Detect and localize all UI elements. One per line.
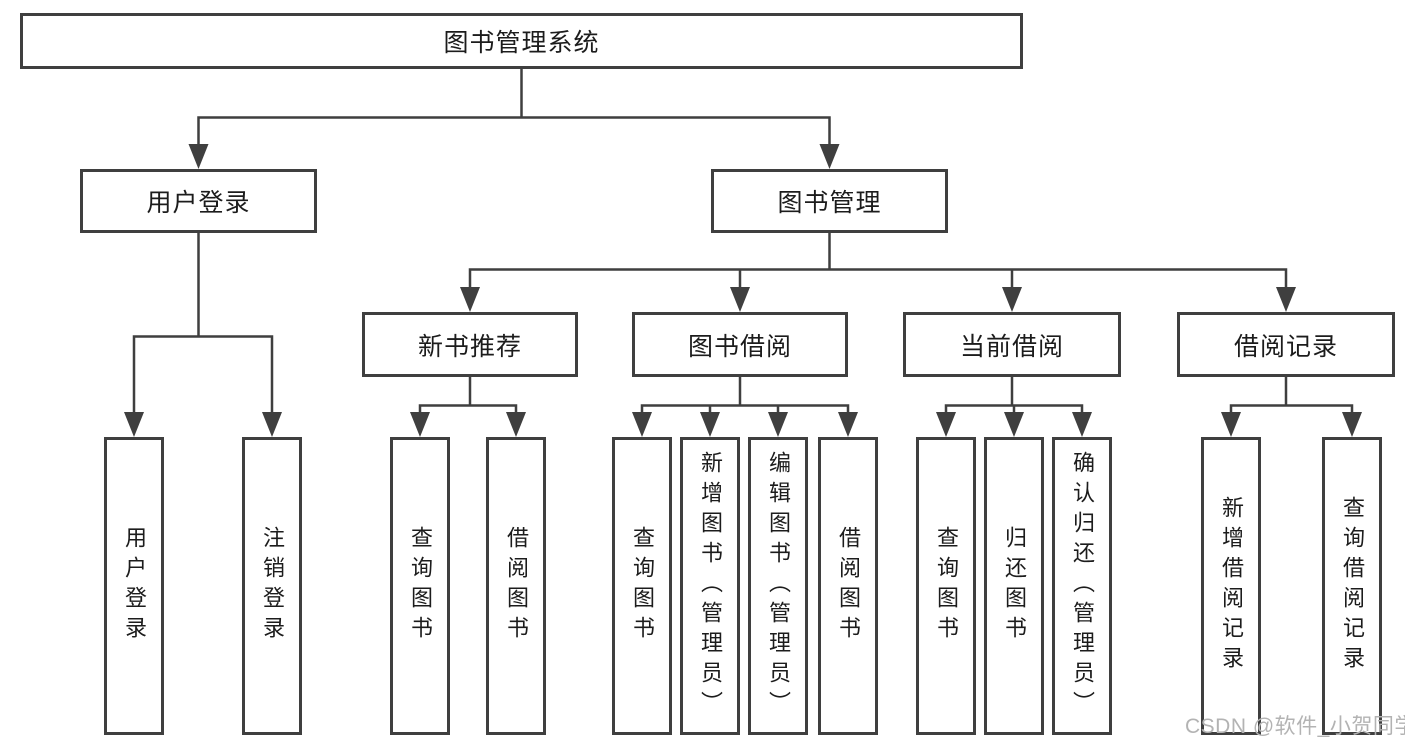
node-current-borrowing: 当前借阅 (903, 312, 1121, 377)
node-book-management: 图书管理 (711, 169, 948, 233)
leaf-cb-confirm-return-admin-label: 确认归还（管理员） (1070, 451, 1095, 721)
leaf-cb-query-books-label: 查询图书 (934, 526, 959, 646)
leaf-nbr-borrow-books: 借阅图书 (486, 437, 546, 735)
leaf-cb-return-books-label: 归还图书 (1002, 526, 1027, 646)
node-borrowing-records: 借阅记录 (1177, 312, 1395, 377)
leaf-bb-borrow-books: 借阅图书 (818, 437, 878, 735)
node-new-book-recommend-label: 新书推荐 (417, 332, 522, 361)
node-new-book-recommend: 新书推荐 (362, 312, 578, 377)
leaf-bb-query-books-label: 查询图书 (630, 526, 655, 646)
leaf-bb-add-books-admin: 新增图书（管理员） (680, 437, 740, 735)
node-borrowing-records-label: 借阅记录 (1233, 332, 1338, 361)
leaf-br-add-record: 新增借阅记录 (1201, 437, 1261, 735)
leaf-user-login: 用户登录 (104, 437, 164, 735)
node-book-borrowing-label: 图书借阅 (687, 332, 792, 361)
node-book-management-label: 图书管理 (777, 189, 882, 217)
leaf-nbr-query-books-label: 查询图书 (408, 526, 433, 646)
leaf-cb-confirm-return-admin: 确认归还（管理员） (1052, 437, 1112, 735)
node-user-login-label: 用户登录 (146, 189, 251, 217)
leaf-cb-return-books: 归还图书 (984, 437, 1044, 735)
leaf-br-query-record-label: 查询借阅记录 (1340, 496, 1365, 676)
leaf-bb-query-books: 查询图书 (612, 437, 672, 735)
leaf-logout-label: 注销登录 (260, 526, 285, 646)
watermark: CSDN @软件_小贺同学 (1185, 715, 1405, 738)
leaf-bb-borrow-books-label: 借阅图书 (836, 526, 861, 646)
leaf-bb-edit-books-admin: 编辑图书（管理员） (748, 437, 808, 735)
leaf-bb-edit-books-admin-label: 编辑图书（管理员） (766, 451, 791, 721)
node-book-borrowing: 图书借阅 (632, 312, 848, 377)
leaf-user-login-label: 用户登录 (122, 526, 147, 646)
node-root: 图书管理系统 (20, 13, 1023, 69)
node-user-login: 用户登录 (80, 169, 317, 233)
leaf-logout: 注销登录 (242, 437, 302, 735)
leaf-br-add-record-label: 新增借阅记录 (1219, 496, 1244, 676)
node-root-label: 图书管理系统 (443, 29, 600, 57)
leaf-nbr-query-books: 查询图书 (390, 437, 450, 735)
leaf-cb-query-books: 查询图书 (916, 437, 976, 735)
node-current-borrowing-label: 当前借阅 (959, 332, 1064, 361)
leaf-br-query-record: 查询借阅记录 (1322, 437, 1382, 735)
leaf-bb-add-books-admin-label: 新增图书（管理员） (698, 451, 723, 721)
leaf-nbr-borrow-books-label: 借阅图书 (504, 526, 529, 646)
